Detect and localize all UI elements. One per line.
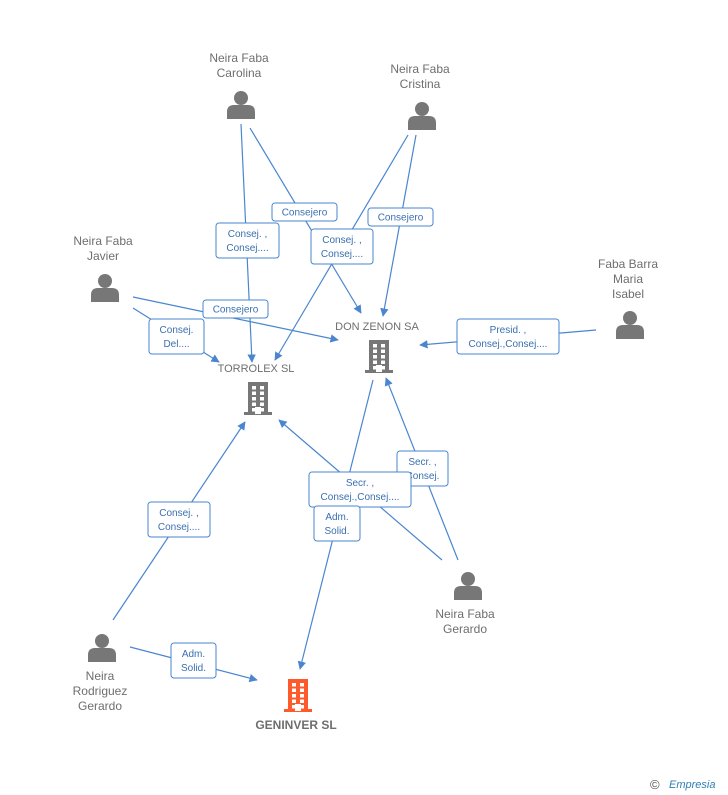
person-name-line: Maria [613, 272, 643, 286]
brand-logo[interactable]: Empresia [669, 779, 715, 791]
building-icon[interactable] [244, 382, 272, 415]
edge-label-text: Consejero [282, 208, 328, 219]
person-name-line: Neira Faba [73, 234, 133, 248]
edge-label-text: Presid. , [490, 325, 527, 336]
person-name-line: Isabel [612, 287, 644, 301]
person-icon[interactable] [88, 634, 116, 662]
edge-label-text: Consejero [213, 305, 259, 316]
edge-label-e_rodriguez_torrolex[interactable]: Consej. , Consej.... [147, 501, 211, 538]
edges-layer [112, 123, 597, 683]
edge-label-box [170, 642, 217, 679]
edge-label-text: Consej.... [226, 243, 268, 254]
edge-label-e_gerardo_torrolex[interactable]: Secr. , Consej.,Consej.... [308, 471, 412, 508]
company-node-donzenon[interactable]: DON ZENON SA [335, 321, 420, 373]
person-icon[interactable] [408, 102, 436, 130]
edge-label-text: Consej.,Consej.... [469, 339, 548, 350]
edge-label-box [456, 318, 560, 355]
company-name: TORROLEX SL [218, 363, 295, 375]
edge-label-box [215, 222, 280, 259]
edge-label-box [313, 505, 361, 542]
edge-label-box [367, 207, 434, 227]
person-name-line: Carolina [217, 66, 262, 80]
edge-label-text: Consej. , [322, 235, 361, 246]
edge-label-text: Del.... [163, 339, 189, 350]
edge-label-text: Consej. , [159, 508, 198, 519]
company-name: GENINVER SL [255, 718, 336, 732]
person-icon[interactable] [227, 91, 255, 119]
person-icon[interactable] [616, 311, 644, 339]
edge-label-box [147, 501, 211, 538]
edge-label-e_cristina_donzenon[interactable]: Consejero [367, 207, 434, 227]
person-icon[interactable] [91, 274, 119, 302]
person-name-line: Gerardo [78, 699, 122, 713]
edge-label-text: Solid. [324, 526, 349, 537]
edge-label-e_maria_donzenon[interactable]: Presid. , Consej.,Consej.... [456, 318, 560, 355]
edge-label-text: Adm. [325, 512, 348, 523]
person-name-line: Neira Faba [209, 51, 269, 65]
edge-label-text: Consej.,Consej.... [321, 492, 400, 503]
edge-label-text: Solid. [181, 663, 206, 674]
edge-label-e_rodriguez_geninver[interactable]: Adm. Solid. [170, 642, 217, 679]
edge-label-text: Secr. , [408, 457, 436, 468]
edge-label-e_donzenon_geninver[interactable]: Adm. Solid. [313, 505, 361, 542]
person-name-line: Javier [87, 249, 119, 263]
edge-label-box [148, 318, 205, 355]
person-icon[interactable] [454, 572, 482, 600]
edge-label-text: Secr. , [346, 478, 374, 489]
company-name: DON ZENON SA [335, 321, 419, 333]
edge-label-box [310, 228, 374, 265]
footer: © Empresia [650, 777, 715, 792]
copyright-symbol: © [650, 777, 660, 792]
edge-label-text: Consej. [160, 325, 194, 336]
person-name-line: Gerardo [443, 622, 487, 636]
edge-label-e_javier_torrolex[interactable]: Consej. Del.... [148, 318, 205, 355]
edge-label-box [202, 299, 269, 319]
edge-label-text: Consej.... [321, 249, 363, 260]
person-name-line: Neira Faba [390, 62, 450, 76]
edge-label-e_cristina_torrolex[interactable]: Consej. , Consej.... [310, 228, 374, 265]
building-icon[interactable] [365, 340, 393, 373]
edge-label-text: Consejero [378, 213, 424, 224]
person-name-line: Faba Barra [598, 257, 658, 271]
edge-label-e_carolina_torrolex[interactable]: Consej. , Consej.... [215, 222, 280, 259]
company-node-torrolex[interactable]: TORROLEX SL [218, 363, 295, 415]
edge-label-text: Consej. , [228, 229, 267, 240]
company-node-geninver[interactable]: GENINVER SL [255, 679, 337, 732]
person-name-line: Neira Faba [435, 607, 495, 621]
edge-label-box [271, 202, 338, 222]
person-name-line: Cristina [400, 77, 441, 91]
edge-label-text: Consej. [406, 471, 440, 482]
person-name-line: Rodriguez [73, 684, 128, 698]
edge-label-text: Adm. [182, 649, 205, 660]
edge-label-e_javier_donzenon[interactable]: Consejero [202, 299, 269, 319]
person-name-line: Neira [86, 669, 115, 683]
building-icon[interactable] [284, 679, 312, 712]
edge-label-e_carolina_donzenon[interactable]: Consejero [271, 202, 338, 222]
edge-label-text: Consej.... [158, 522, 200, 533]
